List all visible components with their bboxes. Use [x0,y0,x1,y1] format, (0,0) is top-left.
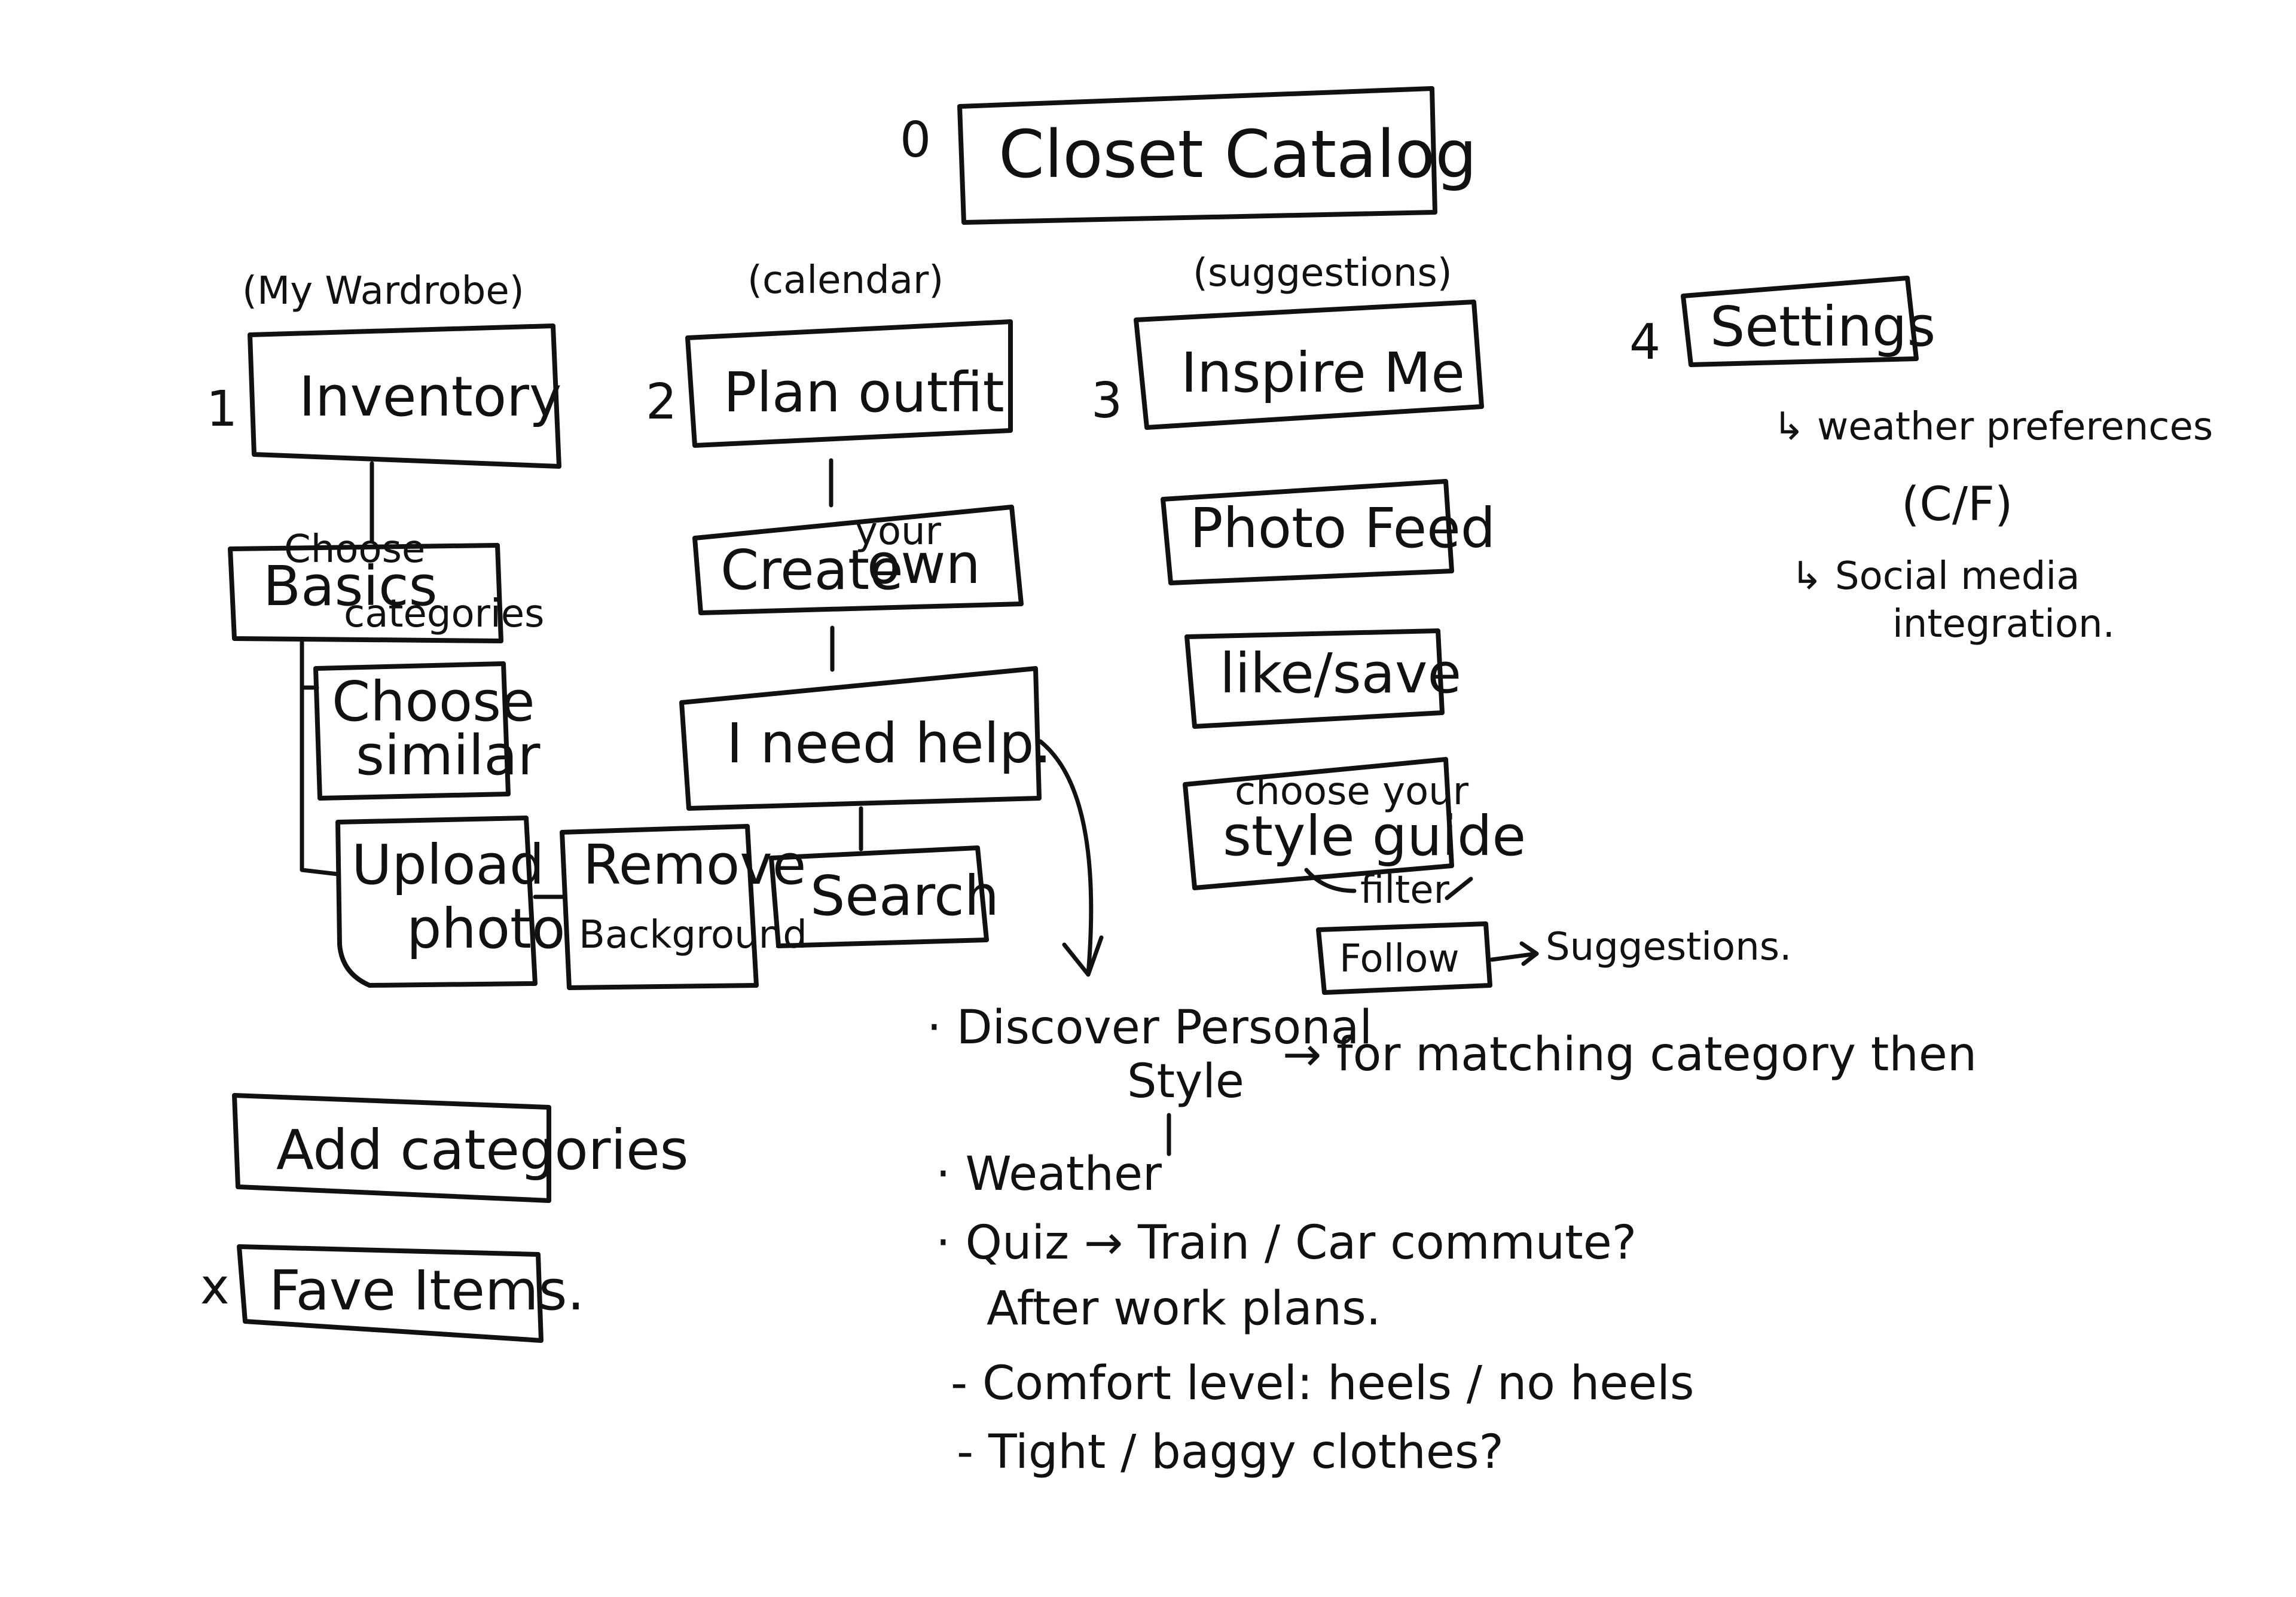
follow-arrowhead [1519,941,1539,966]
note-matching: → for matching category then [1283,1028,1977,1082]
remove-background-line2: Background [579,913,807,957]
title-number: 0 [900,112,931,169]
plan-outfit-label: Plan outfit [723,361,1004,425]
section-inventory: (My Wardrobe) 1 Inventory [206,269,561,543]
choose-basics-top: Choose [284,527,425,572]
create-your-own-box [692,505,1024,615]
inventory-box [248,323,561,469]
section-plan-outfit: (calendar) 2 Plan outfit [646,258,1013,508]
search-box [769,845,989,948]
node-create-your-own: Create your own [692,505,1024,672]
node-i-need-help: I need help. [679,666,1104,977]
choose-basics-sub: categories [344,592,544,636]
choose-style-guide-line1: choose your [1235,770,1469,814]
section-settings: 4 Settings ↳ weather preferences (C/F) ↳… [1629,276,2213,646]
follow-box [1316,921,1492,995]
inspire-number: 3 [1091,372,1122,429]
settings-note-integration: integration. [1892,602,2115,646]
upload-photo-line1: Upload [352,833,544,897]
help-arrowhead [1062,935,1104,977]
filter-tick [1445,877,1473,900]
node-add-categories: Add categories [232,1093,689,1203]
title-label: Closet Catalog [999,116,1477,193]
node-choose-style-guide: choose your style guide filter [1183,757,1526,912]
settings-number: 4 [1629,314,1660,371]
create-your-own-sup: your [855,509,942,554]
settings-note-units: (C/F) [1901,478,2013,532]
node-follow: Follow Suggestions. [1316,921,1791,995]
fave-items-label: Fave Items. [269,1259,585,1323]
node-upload-photo: Upload photo [335,816,565,988]
fave-items-mark: x [200,1259,230,1315]
node-choose-similar: Choose similar [313,661,541,801]
i-need-help-label: I need help. [726,712,1052,775]
node-photo-feed: Photo Feed [1161,479,1495,585]
choose-similar-line1: Choose [332,670,535,734]
title-node: Closet Catalog 0 [900,86,1477,225]
note-quiz: · Quiz → Train / Car commute? [936,1216,1636,1270]
note-discover-line1: · Discover Personal [927,1001,1372,1055]
inventory-number: 1 [206,381,237,438]
like-save-label: like/save [1220,642,1461,706]
settings-note-weather: ↳ weather preferences [1773,405,2213,449]
filter-label: filter [1360,868,1450,912]
i-need-help-box [679,666,1042,811]
node-like-save: like/save [1184,628,1461,729]
inspire-me-label: Inspire Me [1181,341,1465,405]
section-inspire-me: (suggestions) 3 Inspire Me [1091,251,1484,430]
suggestions-label: Suggestions. [1546,925,1791,969]
upload-photo-box [335,816,538,988]
choose-style-guide-box [1183,757,1454,890]
plan-header: (calendar) [747,258,944,303]
notes-block: · Discover Personal Style → for matching… [927,1001,1977,1479]
follow-label: Follow [1339,937,1460,981]
fave-items-box [237,1244,544,1343]
photo-feed-label: Photo Feed [1190,496,1495,560]
node-choose-basics: Choose Basics categories [228,527,544,877]
inventory-header: (My Wardrobe) [242,269,524,313]
settings-box [1681,276,1919,367]
note-weather: · Weather [936,1147,1162,1201]
create-your-own-label: Create [720,538,903,602]
node-remove-background: Remove Background [560,824,807,990]
upload-photo-line2: photo [407,897,565,961]
title-box [957,86,1437,225]
note-tight-baggy: - Tight / baggy clothes? [957,1425,1504,1479]
photo-feed-box [1161,479,1454,585]
choose-style-guide-line2: style guide [1223,804,1526,868]
remove-background-box [560,824,759,990]
note-comfort: - Comfort level: heels / no heels [951,1357,1694,1410]
help-to-discover-arrow [1038,739,1094,977]
settings-label: Settings [1710,295,1935,359]
add-categories-box [232,1093,551,1203]
add-categories-label: Add categories [276,1118,689,1182]
plan-outfit-box [685,319,1013,448]
node-fave-items: x Fave Items. [200,1244,585,1343]
note-after-work: After work plans. [987,1282,1381,1336]
note-discover-line2: Style [1127,1055,1244,1109]
style-to-filter-line [1304,868,1357,893]
remove-background-line1: Remove [583,833,806,897]
node-search: Search [769,845,999,948]
plan-number: 2 [646,374,677,430]
inspire-me-box [1134,300,1484,430]
inventory-label: Inventory [299,365,561,429]
follow-to-suggestions-arrow [1489,951,1539,962]
choose-similar-line2: similar [356,723,541,787]
choose-similar-box [313,661,511,801]
create-your-own-end: own [867,532,981,596]
basics-branch-line [300,637,340,877]
choose-basics-box [228,543,503,643]
settings-note-social: ↳ Social media [1791,554,2080,599]
choose-basics-label: Basics [263,554,438,618]
search-label: Search [810,864,999,928]
like-save-box [1184,628,1445,729]
inspire-header: (suggestions) [1193,251,1452,295]
